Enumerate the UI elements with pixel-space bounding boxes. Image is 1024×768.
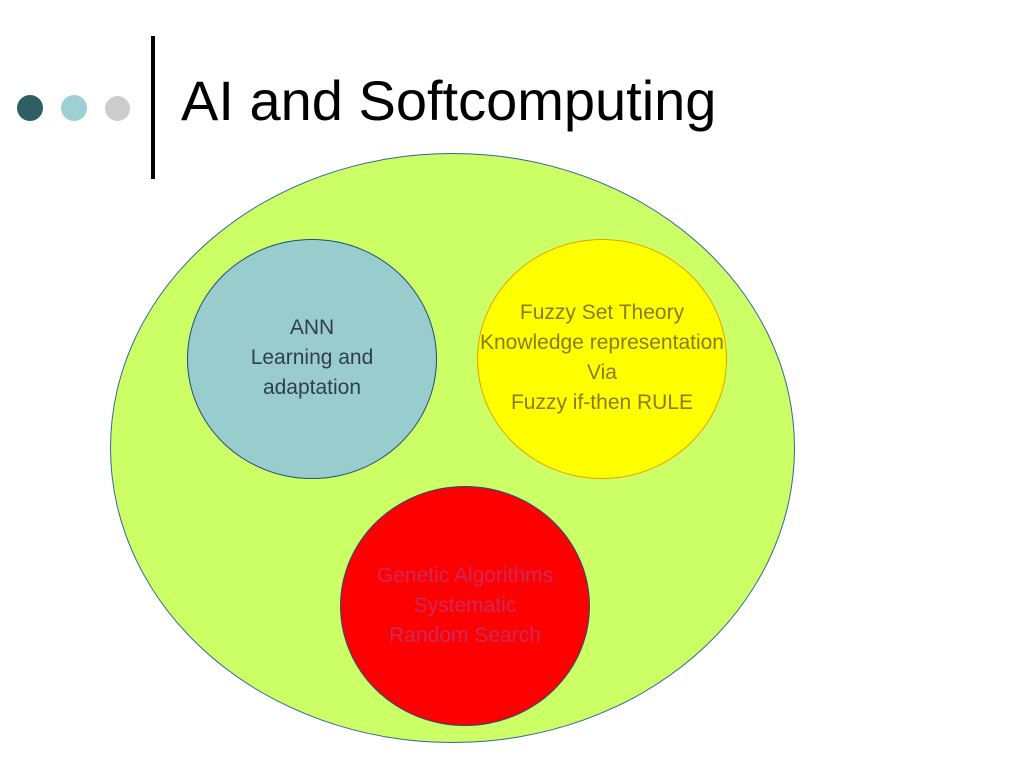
- ann-circle: [187, 239, 437, 479]
- decorative-dot-mid: [61, 95, 87, 121]
- fuzzy-circle: [477, 239, 727, 479]
- decorative-dot-light: [105, 96, 130, 121]
- fuzzy-label-line: Fuzzy Set Theory: [519, 301, 685, 324]
- ann-label: ANN Learning and adaptation: [187, 313, 437, 403]
- title-divider: [151, 36, 155, 179]
- ga-label-line: Systematic: [413, 594, 517, 617]
- fuzzy-label-line: Knowledge representation: [479, 331, 724, 354]
- fuzzy-label: Fuzzy Set Theory Knowledge representatio…: [447, 298, 757, 418]
- slide-title: AI and Softcomputing: [181, 69, 717, 132]
- genetic-algorithms-circle: [340, 486, 590, 726]
- decorative-dot-dark: [17, 95, 43, 121]
- ann-label-line: Learning and: [250, 346, 374, 369]
- fuzzy-label-line: Fuzzy if-then RULE: [510, 391, 694, 414]
- genetic-algorithms-label: Genetic Algorithms Systematic Random Sea…: [340, 561, 590, 651]
- ann-label-line: ANN: [289, 316, 335, 339]
- ga-label-line: Genetic Algorithms: [376, 564, 554, 587]
- fuzzy-label-line: Via: [587, 361, 617, 384]
- ann-label-line: adaptation: [262, 376, 362, 399]
- ga-label-line: Random Search: [389, 624, 541, 647]
